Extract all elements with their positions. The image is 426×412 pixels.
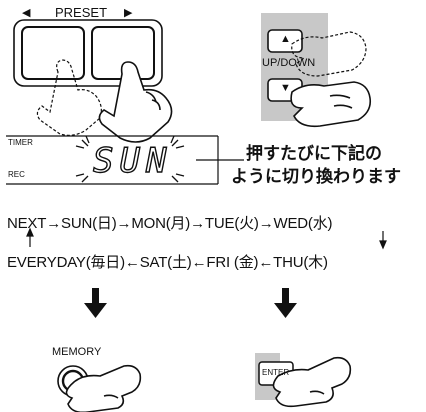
memory-label: MEMORY [52, 346, 102, 358]
seq-sat: SAT(土) [139, 254, 192, 271]
lcd-display [6, 135, 244, 185]
enter-label: ENTER [262, 368, 290, 377]
lcd-digits: SUN [92, 140, 173, 181]
preset-left-arrow: ◀ [22, 7, 31, 19]
seq-arrow: ← [191, 254, 207, 271]
seq-next: NEXT [7, 215, 47, 232]
seq-fri: FRI (金) [206, 254, 259, 271]
blink-marks [75, 135, 185, 183]
note-line-1: 押すたびに下記の [246, 144, 382, 164]
seq-sun: SUN(日) [61, 215, 117, 232]
pointing-hand-icon [98, 61, 173, 143]
sequence-connectors [26, 227, 387, 250]
pointing-hand-down-icon [290, 81, 372, 128]
pointing-hand-memory-icon [65, 364, 142, 412]
seq-tue: TUE(火) [204, 215, 259, 232]
updown-label: UP/DOWN [262, 57, 316, 69]
dashed-hand-up-icon [291, 31, 367, 77]
preset-right-arrow: ▶ [124, 7, 133, 19]
note-line-2: ように切り換わります [231, 167, 401, 187]
dashed-hand-icon [36, 59, 102, 136]
seq-thu: THU(木) [273, 254, 328, 271]
seq-arrow: → [46, 215, 62, 232]
seq-arrow: → [258, 215, 274, 232]
seq-wed: WED(水) [273, 215, 333, 232]
seq-everyday: EVERYDAY(毎日) [7, 254, 125, 271]
down-symbol: ▼ [280, 82, 291, 94]
down-arrow-icon [84, 288, 297, 318]
sequence-row-2: EVERYDAY(毎日)←SAT(土)←FRI (金)←THU(木) [7, 251, 328, 272]
preset-label: PRESET [55, 5, 108, 20]
sequence-row-1: NEXT→SUN(日)→MON(月)→TUE(火)→WED(水) [7, 212, 333, 233]
seq-arrow: ← [124, 254, 140, 271]
seq-arrow: → [116, 215, 132, 232]
seq-arrow: ← [258, 254, 274, 271]
rec-label: REC [8, 170, 25, 179]
pointing-hand-enter-icon [272, 356, 352, 408]
up-symbol: ▲ [280, 33, 291, 45]
seq-mon: MON(月) [131, 215, 191, 232]
timer-label: TIMER [8, 138, 33, 147]
preset-down-button[interactable] [21, 26, 85, 80]
up-button[interactable] [267, 29, 303, 53]
seq-arrow: → [190, 215, 205, 232]
